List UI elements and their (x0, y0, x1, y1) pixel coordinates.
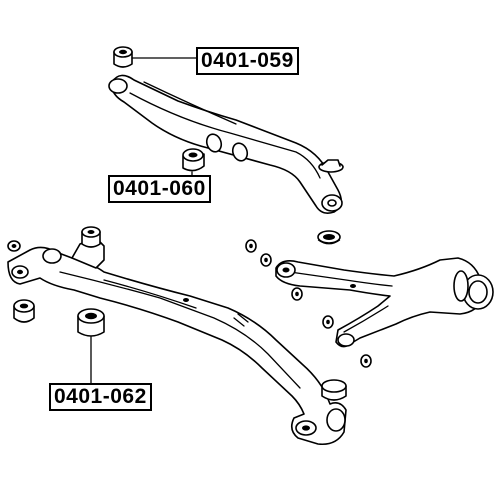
trailing-arm-knuckle (275, 257, 494, 348)
nut-icons (245, 239, 372, 368)
mounting-bracket (7, 226, 105, 269)
side-bushing-icon (13, 299, 35, 323)
part-number-062: 0401-062 (49, 383, 152, 411)
lower-long-arm (7, 246, 347, 446)
part-number-060: 0401-060 (108, 175, 211, 203)
bushing-059-icon (113, 46, 197, 68)
bushing-060-icon (182, 148, 205, 177)
spring-seat-lower-icon (317, 230, 341, 245)
spring-seat-upper-icon (318, 159, 344, 173)
bushing-062-icon (77, 308, 105, 384)
upper-lateral-arm (108, 74, 343, 214)
part-number-059: 0401-059 (196, 47, 299, 75)
